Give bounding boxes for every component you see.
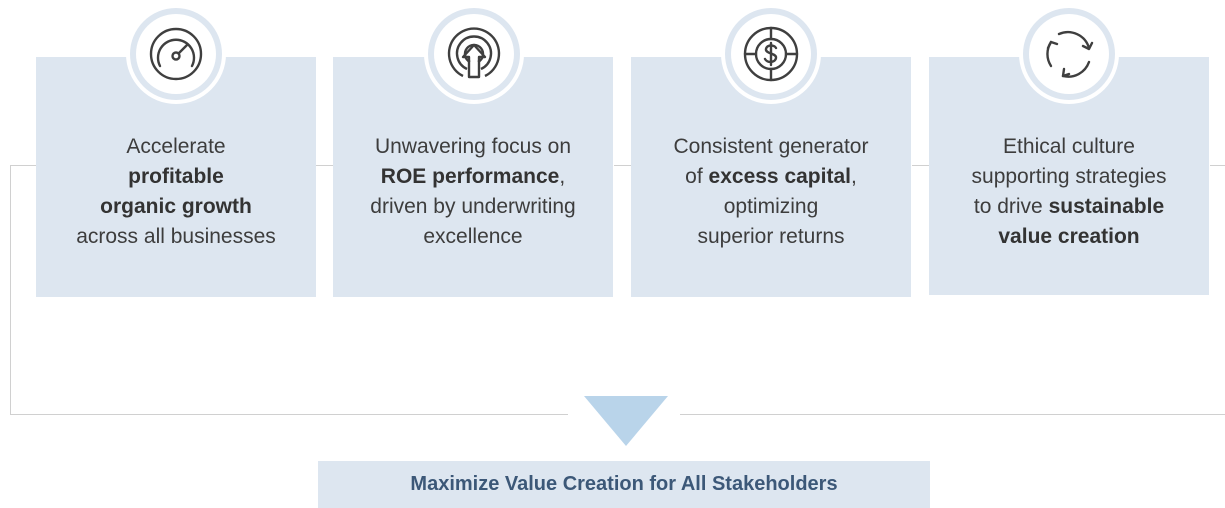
dollar-circle-icon bbox=[743, 26, 799, 82]
card-text-line: Unwavering focus on bbox=[345, 132, 601, 162]
emphasis-text: sustainable bbox=[1048, 195, 1165, 218]
icon-badge-1 bbox=[130, 8, 222, 100]
result-bar: Maximize Value Creation for All Stakehol… bbox=[318, 461, 930, 508]
icon-badge-3 bbox=[725, 8, 817, 100]
card-text-line: value creation bbox=[941, 222, 1197, 252]
card-text-line: superior returns bbox=[643, 222, 899, 252]
connector-line-right bbox=[1210, 165, 1225, 166]
card-text-line: across all businesses bbox=[48, 222, 304, 252]
connector-line-bottom-left bbox=[10, 414, 568, 415]
card-text-line: organic growth bbox=[48, 192, 304, 222]
body-text: Unwavering focus on bbox=[374, 135, 572, 158]
body-text: , bbox=[850, 165, 857, 188]
card-text-line: Ethical culture bbox=[941, 132, 1197, 162]
emphasis-text: profitable bbox=[128, 165, 224, 188]
icon-badge-2 bbox=[428, 8, 520, 100]
down-arrow-triangle bbox=[584, 396, 668, 446]
emphasis-text: ROE performance bbox=[380, 165, 560, 188]
body-text: , bbox=[559, 165, 566, 188]
card-text: Unwavering focus on ROE performance, drive… bbox=[333, 132, 613, 252]
speedometer-icon bbox=[149, 27, 203, 81]
card-text: Ethical culture supporting strategies to d… bbox=[929, 132, 1209, 252]
card-text-line: excellence bbox=[345, 222, 601, 252]
body-text: Accelerate bbox=[126, 135, 226, 158]
body-text: of bbox=[685, 165, 709, 188]
emphasis-text: value creation bbox=[998, 225, 1140, 248]
result-label: Maximize Value Creation for All Stakehol… bbox=[410, 473, 838, 495]
card-text-line: Accelerate bbox=[48, 132, 304, 162]
card-excess-capital: Consistent generator of excess capital, op… bbox=[631, 57, 911, 297]
body-text: driven by underwriting bbox=[370, 195, 576, 218]
card-text-line: ROE performance, bbox=[345, 162, 601, 192]
connector-line-left-vertical bbox=[10, 165, 11, 414]
body-text: excellence bbox=[423, 225, 523, 248]
body-text: Consistent generator bbox=[673, 135, 869, 158]
body-text: superior returns bbox=[697, 225, 845, 248]
icon-badge-4 bbox=[1023, 8, 1115, 100]
emphasis-text: organic growth bbox=[100, 195, 252, 218]
connector-line-bottom-right bbox=[680, 414, 1225, 415]
card-text-line: to drive sustainable bbox=[941, 192, 1197, 222]
connector-line-gap-3 bbox=[912, 165, 929, 166]
connector-line-gap-1 bbox=[316, 165, 333, 166]
body-text: across all businesses bbox=[76, 225, 276, 248]
emphasis-text: excess capital bbox=[708, 165, 851, 188]
body-text: optimizing bbox=[723, 195, 819, 218]
card-text-line: driven by underwriting bbox=[345, 192, 601, 222]
target-arrow-icon bbox=[447, 27, 501, 79]
card-text-line: profitable bbox=[48, 162, 304, 192]
card-text-line: optimizing bbox=[643, 192, 899, 222]
card-text-line: supporting strategies bbox=[941, 162, 1197, 192]
card-text: Accelerate profitable organic growth across… bbox=[36, 132, 316, 252]
connector-line-left-top bbox=[10, 165, 36, 166]
card-text: Consistent generator of excess capital, op… bbox=[631, 132, 911, 252]
body-text: to drive bbox=[973, 195, 1049, 218]
cycle-arrows-icon bbox=[1046, 30, 1094, 78]
body-text: supporting strategies bbox=[971, 165, 1167, 188]
card-text-line: Consistent generator bbox=[643, 132, 899, 162]
connector-line-gap-2 bbox=[614, 165, 631, 166]
body-text: Ethical culture bbox=[1003, 135, 1135, 158]
card-text-line: of excess capital, bbox=[643, 162, 899, 192]
card-roe-performance: Unwavering focus on ROE performance, drive… bbox=[333, 57, 613, 297]
